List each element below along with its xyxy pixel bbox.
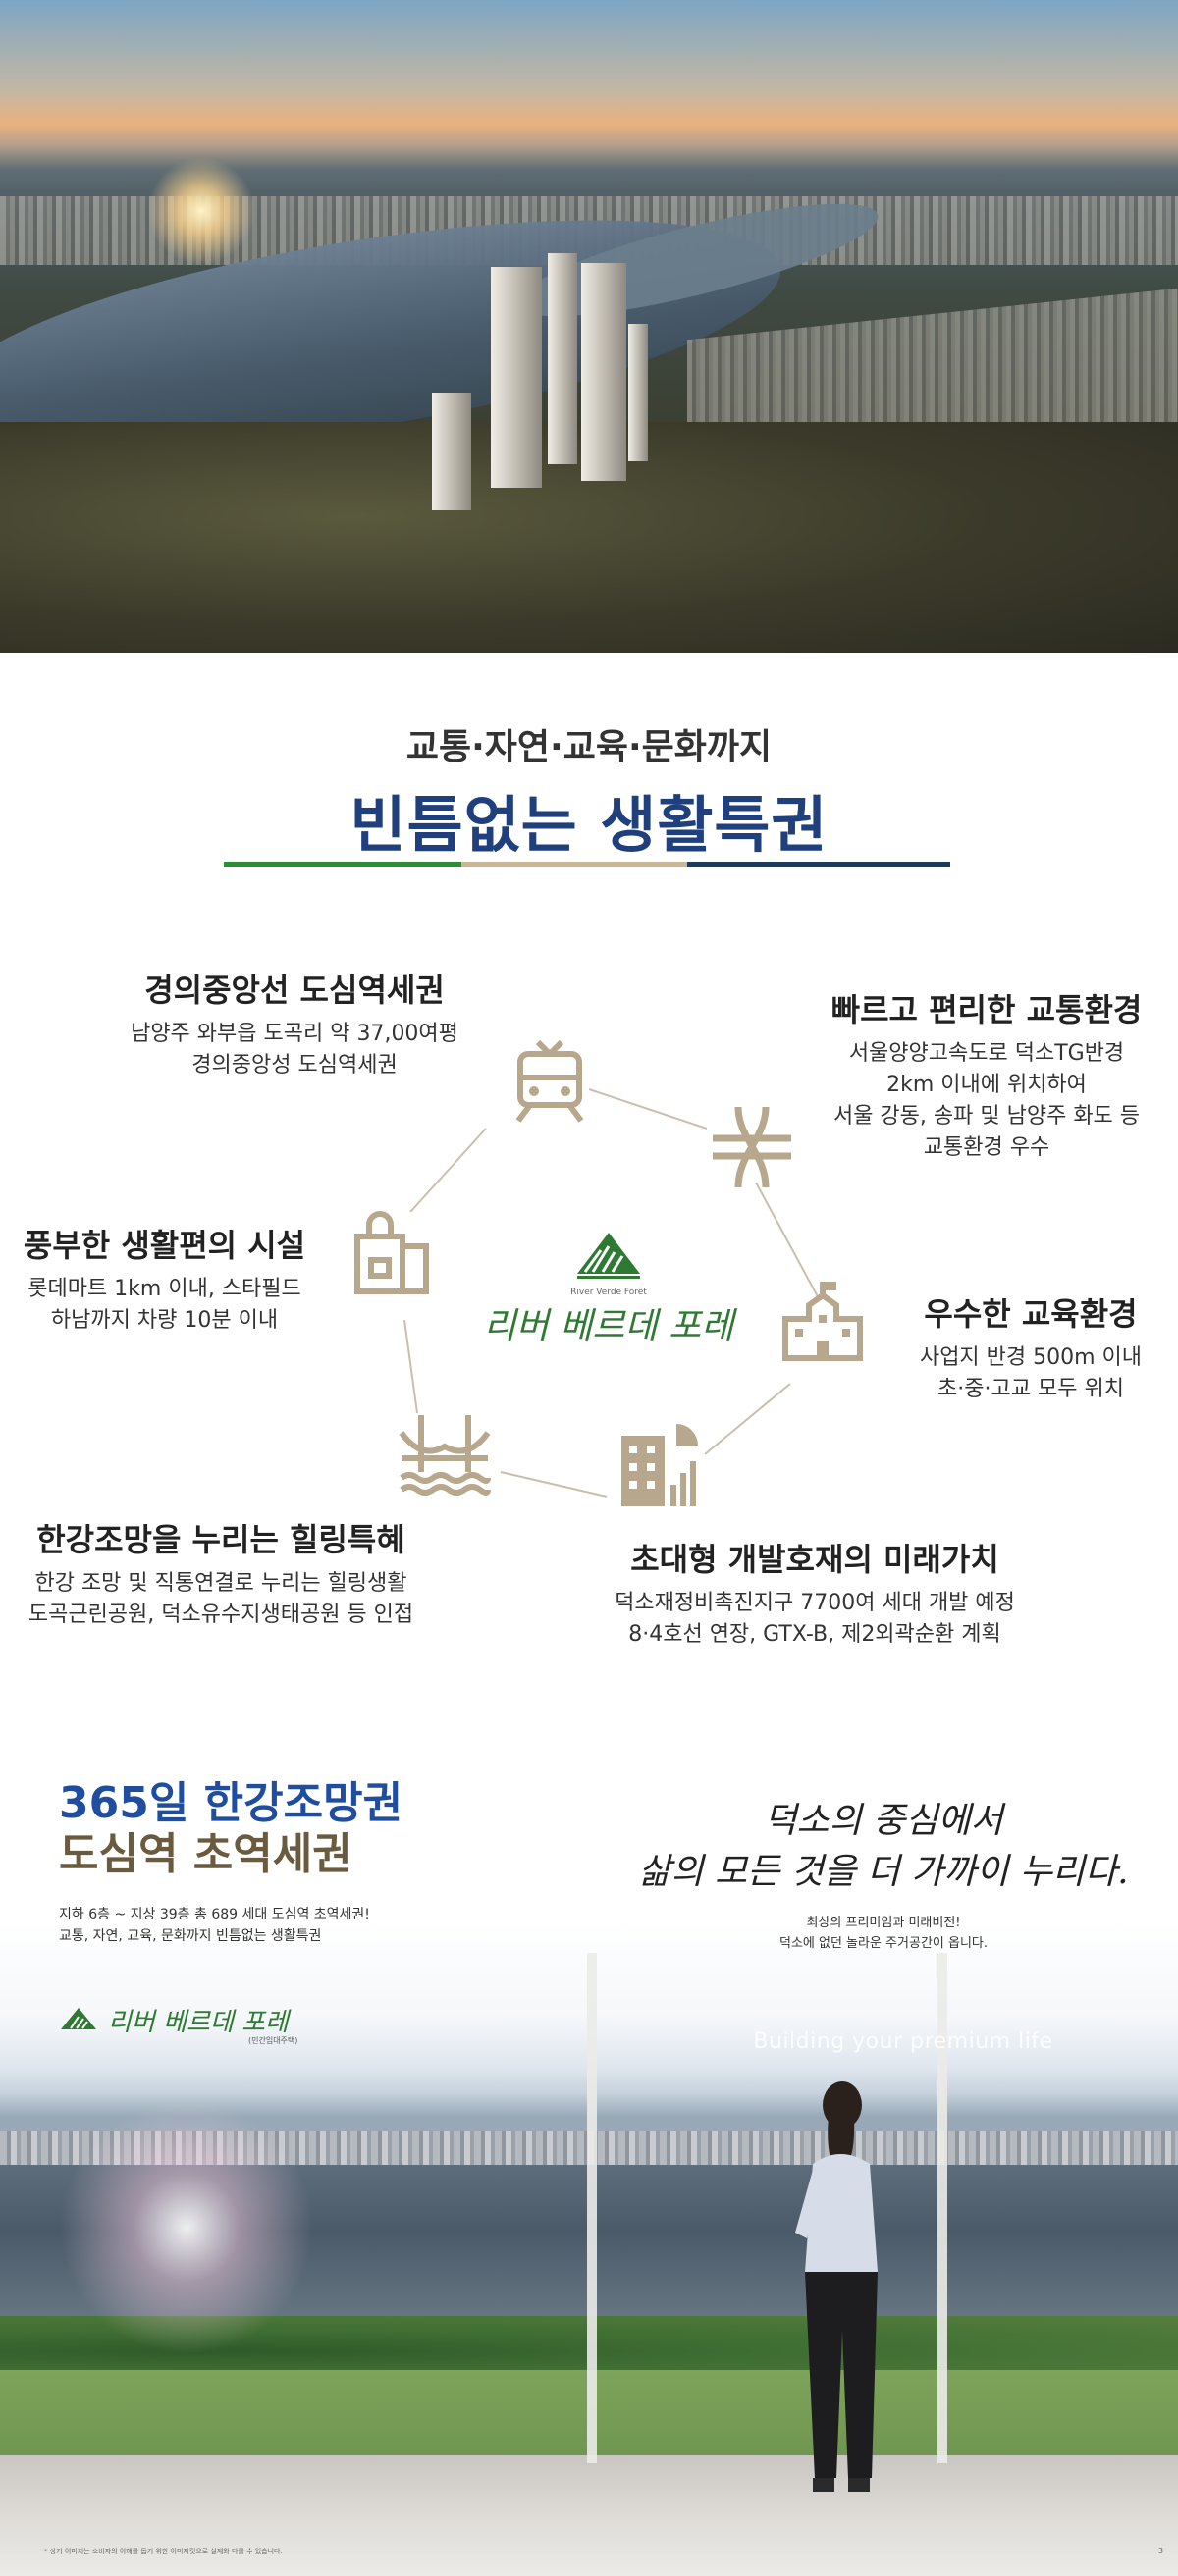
section-subtitle: 교통·자연·교육·문화까지 xyxy=(405,727,773,767)
window-frame xyxy=(937,1953,947,2463)
feature-title: 풍부한 생활편의 시설 xyxy=(23,1227,306,1264)
brand-english-name: River Verde Forêt xyxy=(570,1288,647,1297)
feature-development: 초대형 개발호재의 미래가치 덕소재정비촉진지구 7700여 세대 개발 예정 8… xyxy=(579,1541,1050,1651)
connector-line xyxy=(500,1471,608,1498)
feature-transport: 빠르고 편리한 교통환경 서울양양고속도로 덕소TG반경 2km 이내에 위치하여… xyxy=(795,991,1178,1164)
disclaimer-note: * 상기 이미지는 소비자의 이해를 돕기 위한 이미지컷으로 실제와 다를 수… xyxy=(44,2548,283,2555)
feature-line: 8·4호선 연장, GTX-B, 제2외곽순환 계획 xyxy=(628,1622,1001,1648)
river-verde-foret-logo xyxy=(550,1217,668,1289)
script-line: 덕소의 중심에서 xyxy=(764,1801,1003,1841)
feature-title: 빠르고 편리한 교통환경 xyxy=(830,991,1143,1028)
feature-line: 남양주 와부읍 도곡리 약 37,00여평 xyxy=(131,1022,458,1047)
banner-headline-line2: 도심역 초역세권 xyxy=(59,1828,352,1879)
city-growth-chart-icon xyxy=(614,1418,708,1512)
title-rule-green xyxy=(224,862,461,867)
hero-sun xyxy=(147,157,255,265)
feature-title: 한강조망을 누리는 힐링특혜 xyxy=(36,1521,405,1558)
banner-lens-flare xyxy=(59,2100,314,2355)
banner-floor xyxy=(0,2455,1178,2576)
feature-line: 경의중앙성 도심역세권 xyxy=(191,1053,398,1078)
window-frame xyxy=(587,1953,597,2463)
banner-script-description: 최상의 프리미엄과 미래비전! 덕소에 없던 놀라운 주거공간이 옵니다. xyxy=(628,1914,1139,1955)
feature-line: 롯데마트 1km 이내, 스타필드 xyxy=(27,1277,301,1302)
feature-line: 하남까지 차량 10분 이내 xyxy=(50,1308,279,1334)
bridge-icon xyxy=(398,1403,492,1498)
train-icon xyxy=(503,1032,597,1127)
connector-line xyxy=(403,1319,418,1414)
script-desc-line: 덕소에 없던 놀라운 주거공간이 옵니다. xyxy=(778,1935,989,1951)
banner-logo-icon xyxy=(57,2004,100,2033)
feature-line: 덕소재정비촉진지구 7700여 세대 개발 예정 xyxy=(615,1591,1015,1616)
hero-tower xyxy=(432,393,471,510)
feature-title: 우수한 교육환경 xyxy=(924,1295,1138,1333)
page-number: 3 xyxy=(1158,2547,1164,2555)
feature-title: 경의중앙선 도심역세권 xyxy=(144,972,445,1009)
banner-headline: 365일 한강조망권 도심역 초역세권 xyxy=(59,1778,402,1880)
connector-line xyxy=(704,1383,791,1455)
script-line: 삶의 모든 것을 더 가까이 누리다. xyxy=(638,1852,1129,1893)
banner-headline-line1: 365일 한강조망권 xyxy=(59,1778,403,1828)
feature-line: 초·중·고교 모두 위치 xyxy=(937,1377,1124,1402)
hero-tower xyxy=(581,263,626,481)
banner-desc-line: 지하 6층 ~ 지상 39층 총 689 세대 도심역 초역세권! xyxy=(59,1907,370,1922)
connector-line xyxy=(409,1128,487,1213)
feature-line: 서울 강동, 송파 및 남양주 화도 등 xyxy=(832,1104,1141,1130)
feature-line: 서울양양고속도로 덕소TG반경 xyxy=(848,1041,1125,1067)
hero-tower xyxy=(548,253,577,464)
section-title: 빈틈없는 생활특권 xyxy=(349,789,829,861)
hero-tower xyxy=(628,324,648,461)
highway-interchange-icon xyxy=(705,1099,799,1193)
shopping-bag-icon xyxy=(346,1207,440,1301)
title-rule-navy xyxy=(687,862,950,867)
feature-line: 한강 조망 및 직통연결로 누리는 힐링생활 xyxy=(34,1571,407,1597)
hero-tower xyxy=(491,267,542,488)
feature-line: 2km 이내에 위치하여 xyxy=(886,1073,1087,1098)
feature-line: 사업지 반경 500m 이내 xyxy=(919,1345,1143,1371)
brand-korean-name: 리버 베르데 포레 xyxy=(483,1306,734,1346)
banner-tagline: Building your premium life xyxy=(753,2029,1053,2054)
woman-figure xyxy=(785,2076,893,2517)
script-desc-line: 최상의 프리미엄과 미래비전! xyxy=(806,1916,961,1930)
connector-line xyxy=(588,1088,708,1130)
feature-line: 교통환경 우수 xyxy=(923,1135,1050,1161)
hero-aerial-image xyxy=(0,0,1178,653)
banner-logo-text: 리버 베르데 포레 xyxy=(108,2008,289,2037)
title-rule-beige xyxy=(461,862,687,867)
feature-title: 초대형 개발호재의 미래가치 xyxy=(630,1541,999,1578)
banner-desc-line: 교통, 자연, 교육, 문화까지 빈틈없는 생활특권 xyxy=(59,1928,322,1945)
river-view-banner xyxy=(0,1757,1178,2576)
banner-description: 지하 6층 ~ 지상 39층 총 689 세대 도심역 초역세권! 교통, 자연… xyxy=(59,1904,370,1948)
banner-script-slogan: 덕소의 중심에서 삶의 모든 것을 더 가까이 누리다. xyxy=(628,1796,1139,1898)
feature-line: 도곡근린공원, 덕소유수지생태공원 등 인접 xyxy=(27,1603,414,1628)
school-icon xyxy=(776,1276,870,1370)
banner-logo-subtext: (민간임대주택) xyxy=(248,2036,298,2045)
